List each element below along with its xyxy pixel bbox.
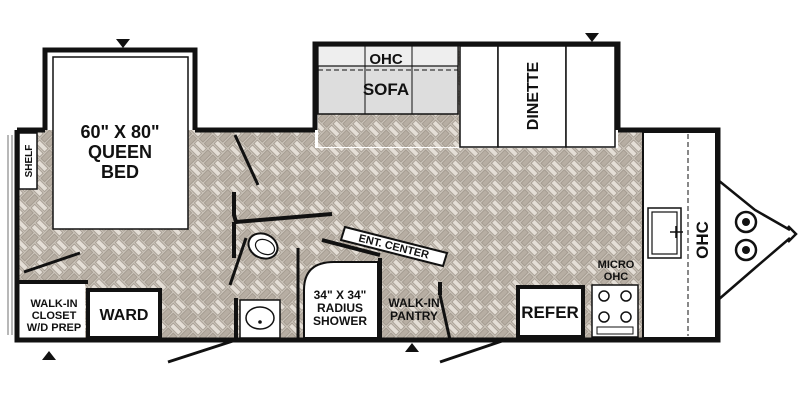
bedroom-slideout-wall (42, 47, 198, 130)
trailer-hitch (717, 179, 798, 301)
closet-label-line1: WALK-IN (30, 298, 77, 310)
entry-door-rear (167, 338, 237, 364)
micro-label-line2: OHC (604, 271, 629, 283)
dinette-label: DINETTE (525, 61, 542, 130)
bath-sink (245, 306, 275, 330)
closet-label-line3: W/D PREP (27, 322, 81, 334)
shower-label-line1: 34" X 34" (314, 288, 367, 302)
wardrobe-label: WARD (100, 307, 149, 324)
burner-icon-2 (620, 290, 632, 302)
shelf (18, 132, 38, 190)
jack-wheel-icon-lower-inner (742, 246, 750, 254)
front-ohc-label: OHC (693, 221, 712, 259)
bed-label-line1: QUEEN (88, 142, 152, 162)
shower (303, 261, 379, 339)
dinette-bench-right (565, 45, 616, 148)
jack-wheel-icon-inner (742, 218, 750, 226)
dinette-bench-left (459, 45, 499, 148)
oven-door (596, 326, 634, 335)
pantry-label-line1: WALK-IN (388, 296, 439, 310)
kitchen-sink-basin (651, 211, 678, 255)
burner-icon-1 (598, 290, 610, 302)
wardrobe (86, 288, 162, 340)
bed-label-line2: BED (101, 162, 139, 182)
door-marker-left (42, 351, 56, 360)
closet-door (23, 251, 81, 274)
sofa-ohc-label: OHC (369, 51, 403, 68)
sofa-back (317, 45, 459, 67)
entertainment-center (339, 225, 449, 268)
burner-icon-3 (598, 311, 610, 323)
door-marker-center (405, 343, 419, 352)
sofa-label: SOFA (363, 80, 409, 99)
living-slideout-wall (312, 41, 621, 130)
burner-icon-4 (620, 311, 632, 323)
refer-label: REFER (521, 303, 579, 322)
shelf-label: SHELF (24, 145, 35, 178)
slide-marker-top-right (585, 33, 599, 42)
bath-wall (232, 192, 333, 340)
bed-size-label: 60" X 80" (80, 122, 159, 142)
entry-door-front (439, 338, 506, 364)
micro-label-line1: MICRO (598, 259, 635, 271)
refrigerator (516, 285, 585, 339)
queen-bed (52, 56, 189, 230)
toilet-bowl (254, 238, 276, 256)
ent-wall (321, 238, 381, 257)
bath-door (228, 237, 248, 286)
shower-label-line2: RADIUS (317, 301, 363, 315)
dinette-table (497, 45, 567, 148)
pantry-door (438, 294, 452, 341)
bath-sink-drain (258, 320, 262, 324)
closet-label-line2: CLOSET (32, 310, 77, 322)
shower-label-line3: SHOWER (313, 314, 367, 328)
closet-floor (17, 282, 85, 340)
bath-door-top (233, 134, 260, 186)
exterior-wall (14, 127, 721, 343)
slide-marker-top-left (116, 39, 130, 48)
kitchen-faucet-icon (670, 226, 683, 238)
pantry-label-line2: PANTRY (390, 309, 438, 323)
